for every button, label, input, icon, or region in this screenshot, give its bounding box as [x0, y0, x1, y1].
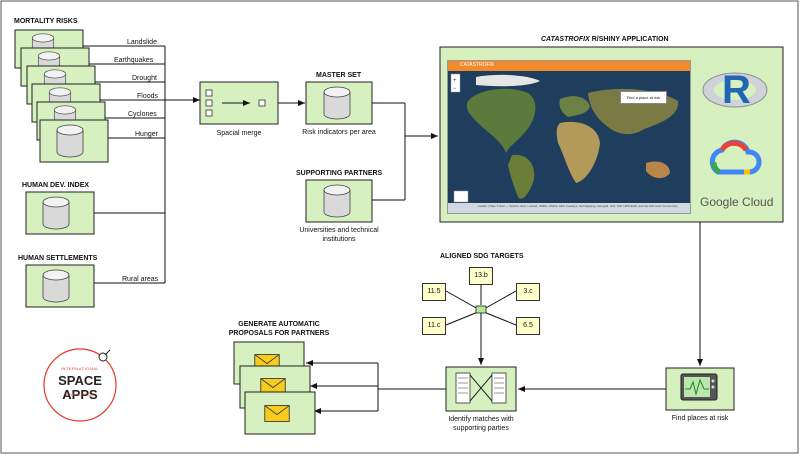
partners-label: Universities and technical institutions — [299, 227, 379, 243]
mortality-item-cyclones: Cyclones — [128, 111, 157, 118]
master-partners-connectors — [372, 102, 438, 201]
sdg-title: ALIGNED SDG TARGETS — [440, 253, 524, 260]
logo-line-international: INTERNATIONAL — [60, 366, 100, 371]
merge-box — [199, 81, 279, 125]
mortality-item-hunger: Hunger — [135, 131, 158, 138]
places-box — [665, 367, 735, 411]
matches-label: Identify matches with supporting parties — [448, 416, 514, 432]
world-map: + − — [448, 71, 690, 213]
map-attribution: Leaflet | Tiles © Esri — Source: Esri, i… — [478, 204, 678, 208]
svg-text:−: − — [453, 86, 457, 92]
mortality-item-earthquakes: Earthquakes — [114, 57, 154, 64]
sdg-target-6-5: 6.5 — [516, 317, 540, 335]
settlements-title: HUMAN SETTLEMENTS — [18, 255, 98, 262]
partners-title: SUPPORTING PARTNERS — [296, 170, 383, 177]
svg-text:+: + — [453, 78, 457, 84]
google-cloud-text: Google Cloud — [700, 195, 774, 209]
matches-box — [445, 366, 517, 412]
map-screenshot: CATASTROFIX + − Find a place at risk Lea… — [447, 60, 691, 214]
proposal-boxes — [233, 341, 316, 435]
find-place-button[interactable]: Find a place at risk — [620, 91, 667, 104]
mortality-title: MORTALITY RISKS — [14, 18, 78, 25]
mortality-connectors — [83, 45, 200, 283]
sdg-target-3c: 3.c — [516, 283, 540, 301]
sdg-target-11-5: 11.5 — [422, 283, 446, 301]
map-app-bar: CATASTROFIX — [448, 61, 690, 71]
google-cloud-logo — [709, 139, 762, 175]
merge-label: Spacial merge — [216, 130, 262, 137]
sdg-target-13b: 13.b — [469, 267, 493, 285]
hdi-title: HUMAN DEV. INDEX — [22, 182, 90, 189]
mortality-item-floods: Floods — [137, 93, 159, 100]
rural-areas-label: Rural areas — [122, 276, 159, 283]
places-label: Find places at risk — [671, 415, 729, 422]
app-title-rest: R/SHINY APPLICATION — [591, 36, 669, 43]
app-title-name: CATASTROFIX — [541, 36, 590, 43]
r-logo-letter: R — [722, 68, 751, 112]
mortality-boxes — [14, 29, 109, 163]
matches-to-proposals — [306, 360, 446, 414]
map-app-bar-title: CATASTROFIX — [460, 62, 495, 68]
proposals-title: GENERATE AUTOMATIC PROPOSALS FOR PARTNER… — [228, 321, 330, 337]
master-title: MASTER SET — [316, 72, 362, 79]
sdg-connectors — [445, 283, 517, 365]
mortality-item-landslide: Landslide — [127, 39, 157, 46]
logo-line-space-apps: SPACE APPS — [58, 373, 102, 402]
app-title: CATASTROFIX R/SHINY APPLICATION — [541, 36, 669, 43]
space-apps-logo-shape — [43, 348, 117, 422]
r-logo — [702, 72, 768, 108]
sdg-target-11c: 11.c — [422, 317, 446, 335]
mortality-item-drought: Drought — [132, 75, 157, 82]
master-label: Risk indicators per area — [302, 129, 376, 136]
logo-line-challenge: CHALLENGE — [65, 392, 95, 397]
